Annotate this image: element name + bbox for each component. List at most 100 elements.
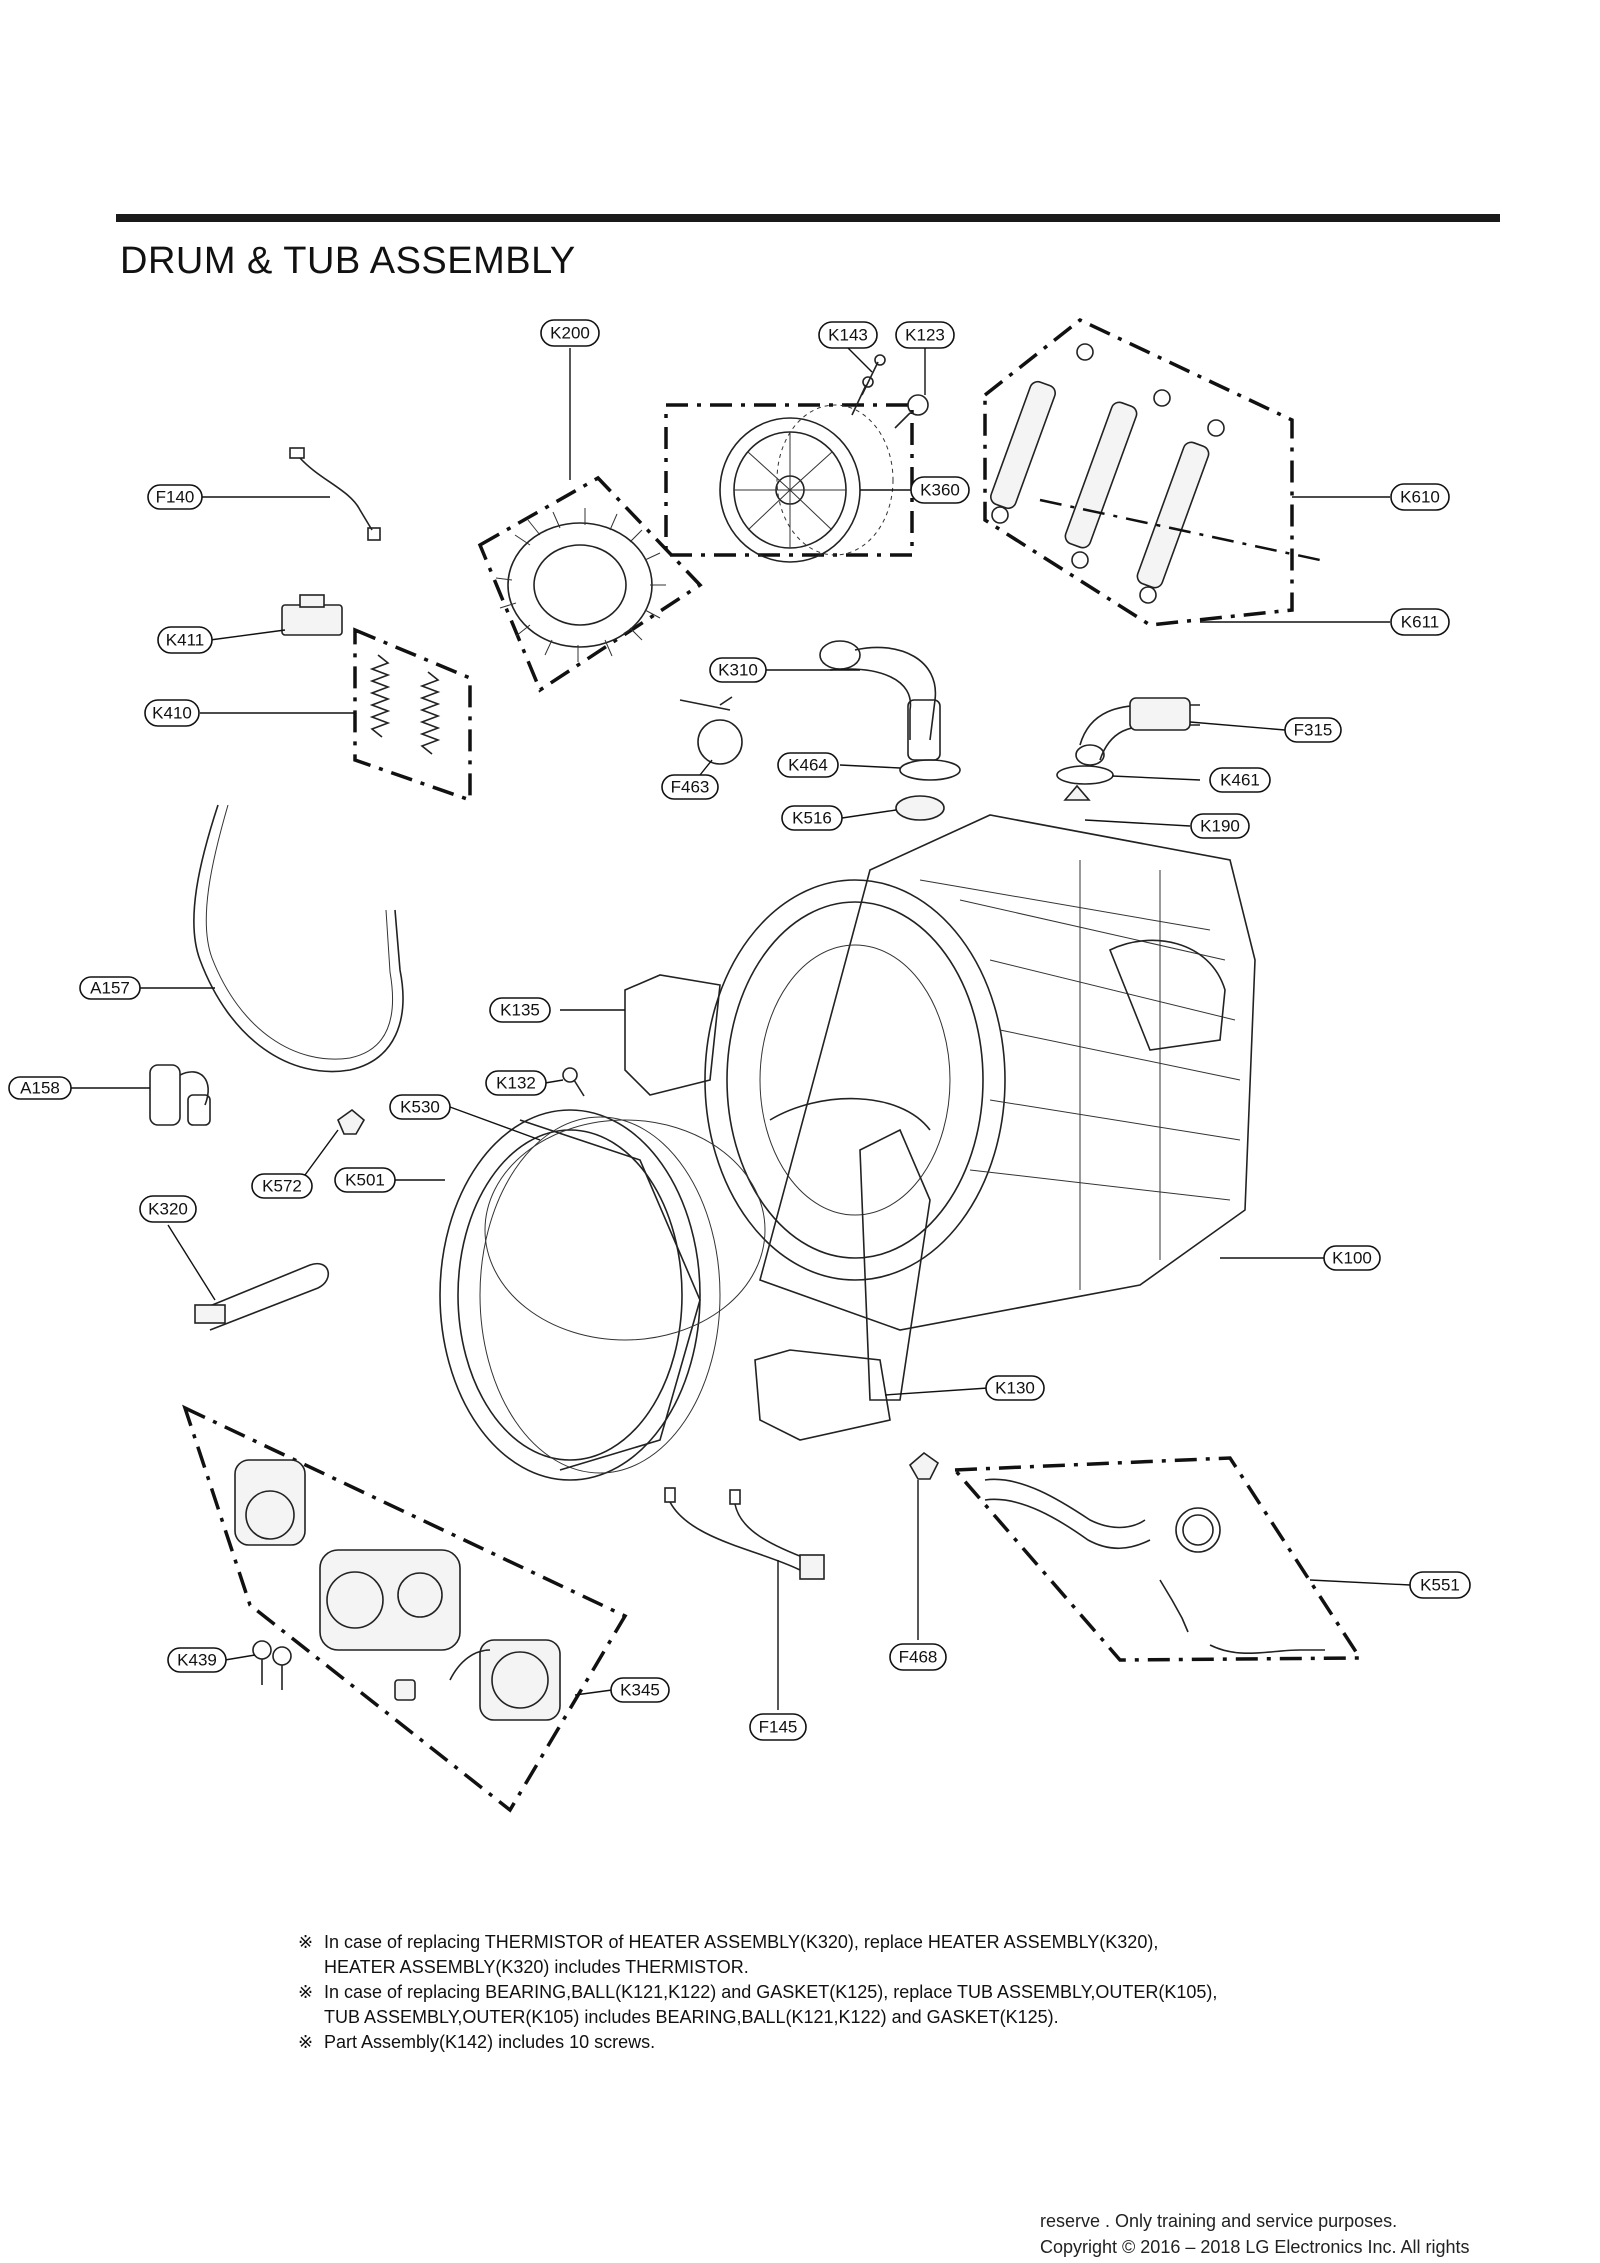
ring-k530 bbox=[484, 1119, 766, 1341]
leader-k190 bbox=[1084, 819, 1191, 827]
svg-text:K410: K410 bbox=[152, 704, 192, 723]
callout-k123[interactable]: K123 bbox=[895, 321, 955, 349]
callout-k410[interactable]: K410 bbox=[144, 699, 200, 727]
outline-k360-group bbox=[664, 403, 914, 557]
hose-k551 bbox=[984, 1478, 1325, 1655]
callout-k345[interactable]: K345 bbox=[610, 1677, 670, 1703]
svg-text:F140: F140 bbox=[156, 488, 195, 507]
leader-k132 bbox=[544, 1079, 564, 1084]
svg-text:K530: K530 bbox=[400, 1098, 440, 1117]
callout-k130[interactable]: K130 bbox=[985, 1375, 1045, 1401]
bolts-k143 bbox=[851, 354, 886, 416]
leader-k516 bbox=[841, 809, 897, 819]
callout-a158[interactable]: A158 bbox=[8, 1076, 72, 1100]
callout-k320[interactable]: K320 bbox=[139, 1195, 197, 1223]
seal-k516 bbox=[895, 795, 945, 821]
screws-k439 bbox=[252, 1640, 292, 1690]
svg-text:K123: K123 bbox=[905, 326, 945, 345]
svg-text:K143: K143 bbox=[828, 326, 868, 345]
note-2: ※ In case of replacing BEARING,BALL(K121,… bbox=[298, 1980, 1217, 2005]
leader-k461 bbox=[1111, 775, 1201, 781]
callout-k464[interactable]: K464 bbox=[777, 752, 839, 778]
pipe-a157-inner bbox=[205, 804, 394, 1060]
leader-k320 bbox=[167, 1224, 216, 1301]
callout-k411[interactable]: K411 bbox=[157, 626, 213, 654]
svg-text:K310: K310 bbox=[718, 661, 758, 680]
callout-k143[interactable]: K143 bbox=[818, 321, 878, 349]
spider-part bbox=[495, 508, 666, 662]
callout-k572[interactable]: K572 bbox=[251, 1173, 313, 1199]
clip-f463 bbox=[679, 696, 733, 711]
hose-a158 bbox=[149, 1064, 211, 1126]
svg-text:F145: F145 bbox=[759, 1718, 798, 1737]
callout-k310[interactable]: K310 bbox=[709, 657, 767, 683]
wire-f145 bbox=[664, 1487, 825, 1580]
svg-text:K190: K190 bbox=[1200, 817, 1240, 836]
svg-text:K100: K100 bbox=[1332, 1249, 1372, 1268]
clamp-k411 bbox=[281, 594, 343, 636]
title-rule bbox=[116, 214, 1500, 222]
clip-f468 bbox=[908, 1451, 940, 1480]
callout-k200[interactable]: K200 bbox=[540, 319, 600, 347]
callout-f468[interactable]: F468 bbox=[889, 1643, 947, 1671]
callout-k190[interactable]: K190 bbox=[1190, 813, 1250, 839]
callout-a157[interactable]: A157 bbox=[79, 976, 141, 1000]
svg-text:K464: K464 bbox=[788, 756, 828, 775]
note-text: In case of replacing BEARING,BALL(K121,K… bbox=[324, 1982, 1218, 2002]
note-1: ※In case of replacing THERMISTOR of HEAT… bbox=[298, 1930, 1217, 1955]
callout-f315[interactable]: F315 bbox=[1284, 717, 1342, 743]
pump-k345 bbox=[234, 1459, 561, 1721]
callout-k360[interactable]: K360 bbox=[910, 476, 970, 504]
leader-lines bbox=[70, 347, 1411, 1710]
svg-text:K572: K572 bbox=[262, 1177, 302, 1196]
leader-k411 bbox=[209, 629, 286, 641]
harness-f140 bbox=[289, 447, 381, 541]
svg-text:K611: K611 bbox=[1401, 613, 1439, 632]
leader-k130 bbox=[884, 1387, 989, 1396]
callout-k611[interactable]: K611 bbox=[1390, 608, 1450, 636]
part-labels: K200 K143 K123 K360 K610 K611 F140 K411 … bbox=[8, 319, 1471, 1741]
callout-f145[interactable]: F145 bbox=[749, 1713, 807, 1741]
svg-text:F468: F468 bbox=[899, 1648, 938, 1667]
note-mark: ※ bbox=[298, 1982, 314, 2002]
valve-k190 bbox=[1063, 784, 1091, 801]
callout-k551[interactable]: K551 bbox=[1409, 1571, 1471, 1599]
callout-k501[interactable]: K501 bbox=[334, 1167, 396, 1193]
callout-k135[interactable]: K135 bbox=[489, 997, 551, 1023]
svg-text:K345: K345 bbox=[620, 1681, 660, 1700]
callout-k439[interactable]: K439 bbox=[167, 1647, 227, 1673]
note-1-continued: HEATER ASSEMBLY(K320) includes THERMISTO… bbox=[324, 1957, 749, 1977]
svg-text:K411: K411 bbox=[166, 631, 204, 650]
dampers-part bbox=[990, 343, 1225, 604]
leader-k530 bbox=[449, 1106, 541, 1141]
svg-text:K135: K135 bbox=[500, 1001, 540, 1020]
callout-k610[interactable]: K610 bbox=[1390, 483, 1450, 511]
note-text: In case of replacing THERMISTOR of HEATE… bbox=[324, 1932, 1159, 1952]
callout-k100[interactable]: K100 bbox=[1323, 1245, 1381, 1271]
svg-text:K132: K132 bbox=[496, 1074, 536, 1093]
callout-f463[interactable]: F463 bbox=[661, 774, 719, 800]
note-text: Part Assembly(K142) includes 10 screws. bbox=[324, 2032, 656, 2052]
svg-text:K130: K130 bbox=[995, 1379, 1035, 1398]
svg-text:K320: K320 bbox=[148, 1200, 188, 1219]
svg-text:K551: K551 bbox=[1420, 1576, 1460, 1595]
hose-f315 bbox=[1075, 697, 1200, 766]
callout-f140[interactable]: F140 bbox=[147, 484, 203, 510]
weight-k130 bbox=[754, 1128, 931, 1441]
callout-k132[interactable]: K132 bbox=[485, 1070, 547, 1096]
callout-k516[interactable]: K516 bbox=[781, 805, 843, 831]
note-2-continued: TUB ASSEMBLY,OUTER(K105) includes BEARIN… bbox=[324, 2007, 1059, 2027]
callout-k530[interactable]: K530 bbox=[389, 1094, 451, 1120]
svg-text:K461: K461 bbox=[1220, 771, 1260, 790]
leader-k345 bbox=[574, 1689, 613, 1696]
note-3: ※Part Assembly(K142) includes 10 screws. bbox=[298, 2030, 1217, 2055]
damper-axis-line bbox=[1039, 498, 1321, 562]
leader-f315 bbox=[1189, 721, 1286, 731]
copyright-footer: reserve . Only training and service purp… bbox=[1040, 2208, 1470, 2260]
callout-k461[interactable]: K461 bbox=[1209, 767, 1271, 793]
hose-k310 bbox=[819, 640, 941, 761]
footer-line-2: Copyright © 2016 – 2018 LG Electronics I… bbox=[1040, 2237, 1470, 2257]
svg-text:K200: K200 bbox=[550, 324, 590, 343]
pipe-a157 bbox=[193, 804, 404, 1073]
